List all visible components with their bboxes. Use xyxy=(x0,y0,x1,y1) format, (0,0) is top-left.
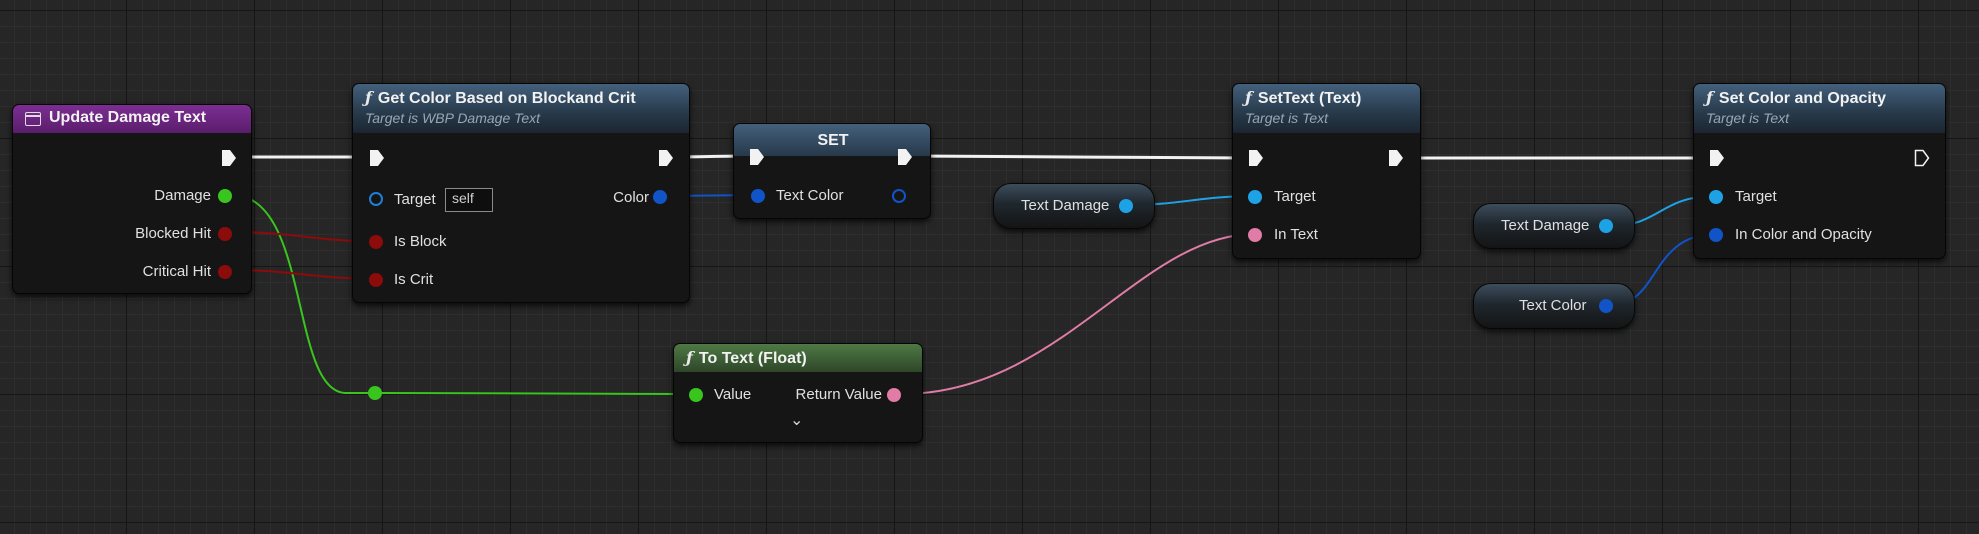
node-header: ƒ Set Color and Opacity Target is Text xyxy=(1694,84,1945,133)
node-header: SET xyxy=(734,124,930,156)
node-header: Update Damage Text xyxy=(13,105,251,133)
in-text-pin-label: In Text xyxy=(1274,226,1318,243)
exec-output-pin[interactable] xyxy=(221,149,237,167)
text-color-pin-label: Text Color xyxy=(776,187,844,204)
target-pin-label: Target xyxy=(1274,188,1316,205)
set-text-color-node[interactable]: SET Text Color xyxy=(733,123,931,219)
update-damage-text-event-node[interactable]: Update Damage Text Damage Blocked Hit Cr… xyxy=(12,104,252,294)
node-subtitle: Target is Text xyxy=(1706,110,1790,126)
exec-input-pin[interactable] xyxy=(1709,149,1725,167)
exec-input-pin[interactable] xyxy=(1248,149,1264,167)
text-color-input-pin[interactable] xyxy=(751,189,765,203)
is-crit-pin-label: Is Crit xyxy=(394,271,434,288)
critical-hit-pin-label: Critical Hit xyxy=(142,263,211,280)
node-title: SetText (Text) xyxy=(1257,90,1362,107)
float-wire[interactable] xyxy=(231,194,691,395)
color-output-pin[interactable] xyxy=(653,190,667,204)
get-color-function-node[interactable]: ƒ Get Color Based on Blockand Crit Target… xyxy=(352,83,690,303)
exec-output-pin[interactable] xyxy=(658,149,674,167)
is-block-pin[interactable] xyxy=(369,235,383,249)
text-color-output-pin[interactable] xyxy=(1599,299,1613,313)
damage-pin-label: Damage xyxy=(154,187,211,204)
variable-label: Text Damage xyxy=(1501,217,1590,234)
text-damage-output-pin[interactable] xyxy=(1119,199,1133,213)
event-icon xyxy=(25,112,41,126)
text-damage-variable-node[interactable]: Text Damage xyxy=(1473,203,1635,249)
node-title: Get Color Based on Blockand Crit xyxy=(377,90,636,107)
exec-input-pin[interactable] xyxy=(369,149,385,167)
in-text-pin[interactable] xyxy=(1248,228,1262,242)
target-pin-label: Target xyxy=(1735,188,1777,205)
in-color-and-opacity-pin-label: In Color and Opacity xyxy=(1735,226,1872,243)
set-color-and-opacity-function-node[interactable]: ƒ Set Color and Opacity Target is Text Ta… xyxy=(1693,83,1946,259)
node-title: Update Damage Text xyxy=(49,109,207,126)
node-header: ƒ Get Color Based on Blockand Crit Target… xyxy=(353,84,689,133)
settext-function-node[interactable]: ƒ SetText (Text) Target is Text Target In… xyxy=(1232,83,1421,259)
node-title: To Text (Float) xyxy=(698,350,807,367)
blocked-hit-pin[interactable] xyxy=(218,227,232,241)
node-title: Set Color and Opacity xyxy=(1718,90,1887,107)
chevron-down-icon[interactable]: ⌄ xyxy=(790,412,804,429)
exec-output-pin[interactable] xyxy=(1388,149,1404,167)
text-damage-variable-node[interactable]: Text Damage xyxy=(993,183,1155,229)
variable-label: Text Damage xyxy=(1021,197,1110,214)
node-title: SET xyxy=(817,132,849,149)
text-color-output-pin[interactable] xyxy=(892,189,906,203)
in-color-and-opacity-pin[interactable] xyxy=(1709,228,1723,242)
function-icon: ƒ xyxy=(1706,88,1713,107)
function-icon: ƒ xyxy=(686,348,693,367)
exec-input-pin[interactable] xyxy=(749,148,765,166)
variable-label: Text Color xyxy=(1519,297,1587,314)
function-icon: ƒ xyxy=(1245,88,1252,107)
target-self-field[interactable]: self xyxy=(445,188,493,212)
value-pin-label: Value xyxy=(714,386,752,403)
text-wire[interactable] xyxy=(901,233,1256,395)
is-block-pin-label: Is Block xyxy=(394,233,447,250)
node-header: ƒ SetText (Text) Target is Text xyxy=(1233,84,1420,133)
target-pin[interactable] xyxy=(1248,190,1262,204)
damage-pin[interactable] xyxy=(218,189,232,203)
target-pin[interactable] xyxy=(1709,190,1723,204)
return-value-pin-label: Return Value xyxy=(795,386,882,403)
exec-wire[interactable] xyxy=(911,154,1248,160)
blocked-hit-pin-label: Blocked Hit xyxy=(135,225,211,242)
text-damage-output-pin[interactable] xyxy=(1599,219,1613,233)
reroute-knot[interactable] xyxy=(368,386,382,400)
target-pin[interactable] xyxy=(369,192,383,206)
to-text-float-node[interactable]: ƒ To Text (Float) Value Return Value ⌄ xyxy=(673,343,923,443)
node-header: ƒ To Text (Float) xyxy=(674,344,922,372)
function-icon: ƒ xyxy=(365,88,372,107)
target-pin-label: Target xyxy=(394,191,436,208)
exec-output-pin[interactable] xyxy=(1914,149,1930,167)
value-input-pin[interactable] xyxy=(689,388,703,402)
critical-hit-pin[interactable] xyxy=(218,265,232,279)
return-value-output-pin[interactable] xyxy=(887,388,901,402)
node-subtitle: Target is WBP Damage Text xyxy=(365,110,541,126)
color-pin-label: Color xyxy=(613,189,649,206)
node-subtitle: Target is Text xyxy=(1245,110,1329,126)
text-color-variable-node[interactable]: Text Color xyxy=(1473,283,1635,329)
exec-output-pin[interactable] xyxy=(897,148,913,166)
is-crit-pin[interactable] xyxy=(369,273,383,287)
